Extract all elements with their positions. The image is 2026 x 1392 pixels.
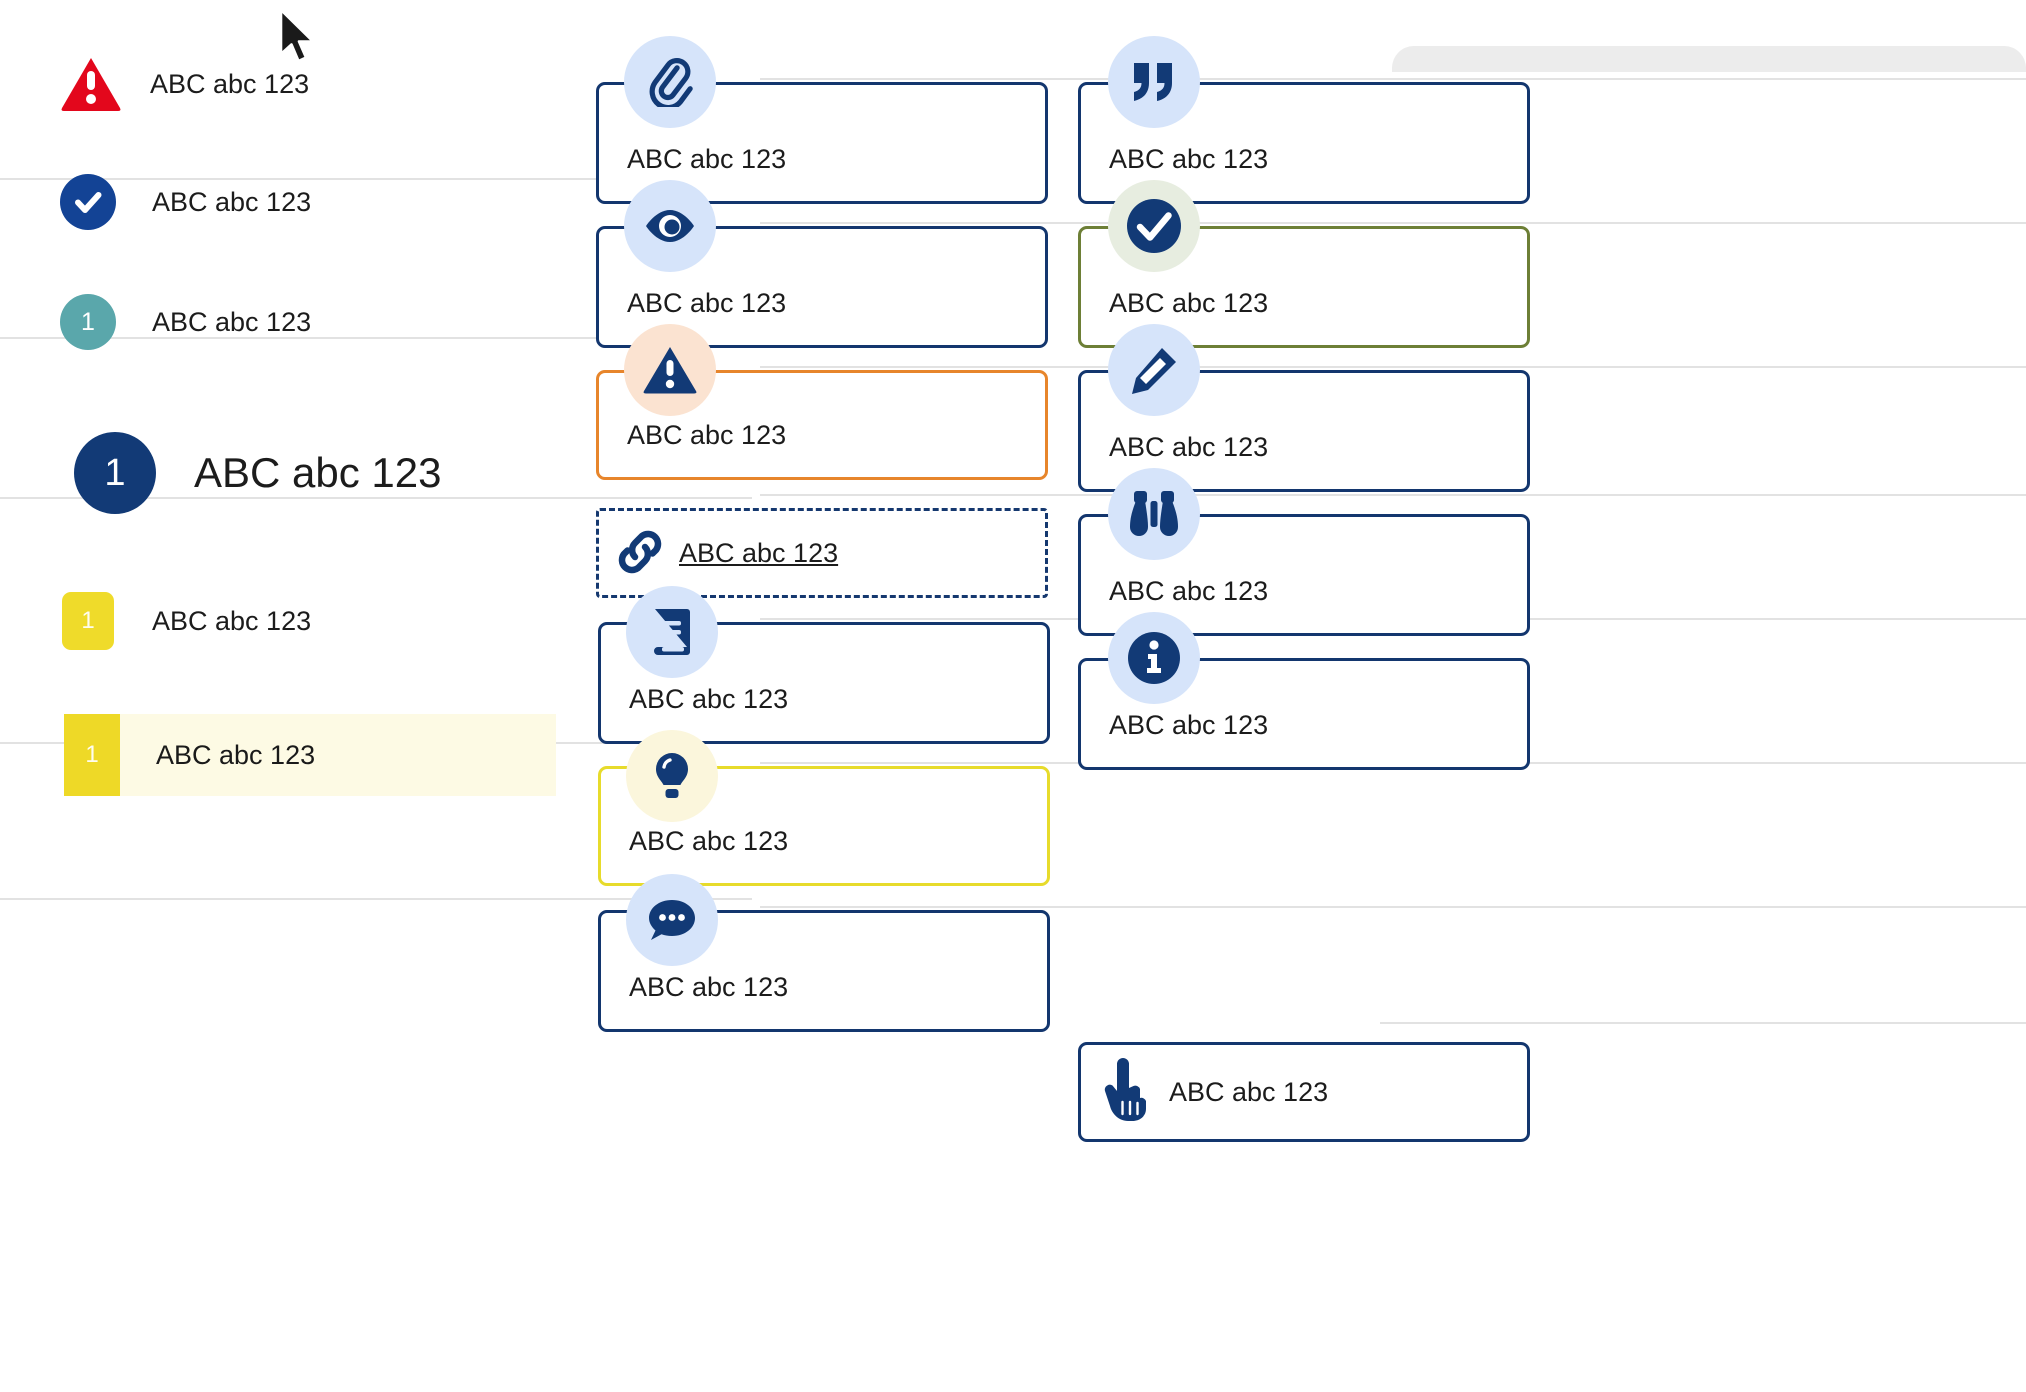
binoculars-icon xyxy=(1108,468,1200,560)
card-link-label[interactable]: ABC abc 123 xyxy=(679,537,839,568)
top-panel-strip xyxy=(1392,46,2026,72)
card-label: ABC abc 123 xyxy=(1109,144,1269,174)
separator-line xyxy=(0,497,752,499)
separator-line xyxy=(760,494,2026,496)
card-link[interactable]: ABC abc 123 xyxy=(596,508,1048,598)
separator-line xyxy=(0,337,752,339)
list-item-label: ABC abc 123 xyxy=(156,739,316,770)
card-label: ABC abc 123 xyxy=(627,420,787,450)
link-icon xyxy=(612,524,668,580)
list-item-label: ABC abc 123 xyxy=(194,449,442,496)
card-label: ABC abc 123 xyxy=(629,826,789,856)
list-item-featured[interactable]: 1 ABC abc 123 xyxy=(74,432,442,514)
card-label: ABC abc 123 xyxy=(629,972,789,1002)
number-badge-large: 1 xyxy=(74,432,156,514)
comment-icon xyxy=(626,874,718,966)
list-item[interactable]: ABC abc 123 xyxy=(60,56,309,112)
separator-line xyxy=(760,78,2026,80)
info-circle-icon xyxy=(1108,612,1200,704)
separator-line xyxy=(0,178,752,180)
number-badge-square: 1 xyxy=(62,592,114,650)
list-item[interactable]: ABC abc 123 xyxy=(60,174,311,230)
list-item-label: ABC abc 123 xyxy=(152,186,312,217)
triangle-alert-icon xyxy=(60,56,122,112)
list-item-label: ABC abc 123 xyxy=(150,68,310,99)
separator-line xyxy=(1380,1022,2026,1024)
card-pointer[interactable]: ABC abc 123 xyxy=(1078,1042,1530,1142)
warning-triangle-icon xyxy=(624,324,716,416)
list-item-label: ABC abc 123 xyxy=(152,605,312,636)
list-item[interactable]: 1 ABC abc 123 xyxy=(60,294,311,350)
card-label: ABC abc 123 xyxy=(1109,710,1269,740)
paperclip-icon xyxy=(624,36,716,128)
number-badge: 1 xyxy=(60,294,116,350)
separator-line xyxy=(0,898,752,900)
left-column: ABC abc 123 ABC abc 123 1 ABC abc 123 1 … xyxy=(0,0,760,1392)
mouse-pointer-icon xyxy=(278,8,320,71)
quote-icon xyxy=(1108,36,1200,128)
card-label: ABC abc 123 xyxy=(1169,1076,1329,1107)
list-item-highlighted[interactable]: 1 ABC abc 123 xyxy=(64,714,556,796)
card-book[interactable]: ABC abc 123 xyxy=(598,622,1050,744)
check-circle-icon xyxy=(1108,180,1200,272)
separator-line xyxy=(760,906,2026,908)
check-circle-icon xyxy=(60,174,116,230)
book-icon xyxy=(626,586,718,678)
card-label: ABC abc 123 xyxy=(627,144,787,174)
pencil-icon xyxy=(1108,324,1200,416)
card-info[interactable]: ABC abc 123 xyxy=(1078,658,1530,770)
list-item-label: ABC abc 123 xyxy=(152,306,312,337)
eye-icon xyxy=(624,180,716,272)
pointing-hand-icon xyxy=(1100,1058,1156,1122)
separator-line xyxy=(760,366,2026,368)
card-label: ABC abc 123 xyxy=(1109,432,1269,462)
card-label: ABC abc 123 xyxy=(1109,576,1269,606)
list-item[interactable]: 1 ABC abc 123 xyxy=(62,592,311,650)
card-label: ABC abc 123 xyxy=(627,288,787,318)
separator-line xyxy=(760,222,2026,224)
number-badge-bar: 1 xyxy=(64,714,120,796)
card-label: ABC abc 123 xyxy=(1109,288,1269,318)
lightbulb-icon xyxy=(626,730,718,822)
top-panel-inner xyxy=(1402,0,2016,14)
card-label: ABC abc 123 xyxy=(629,684,789,714)
